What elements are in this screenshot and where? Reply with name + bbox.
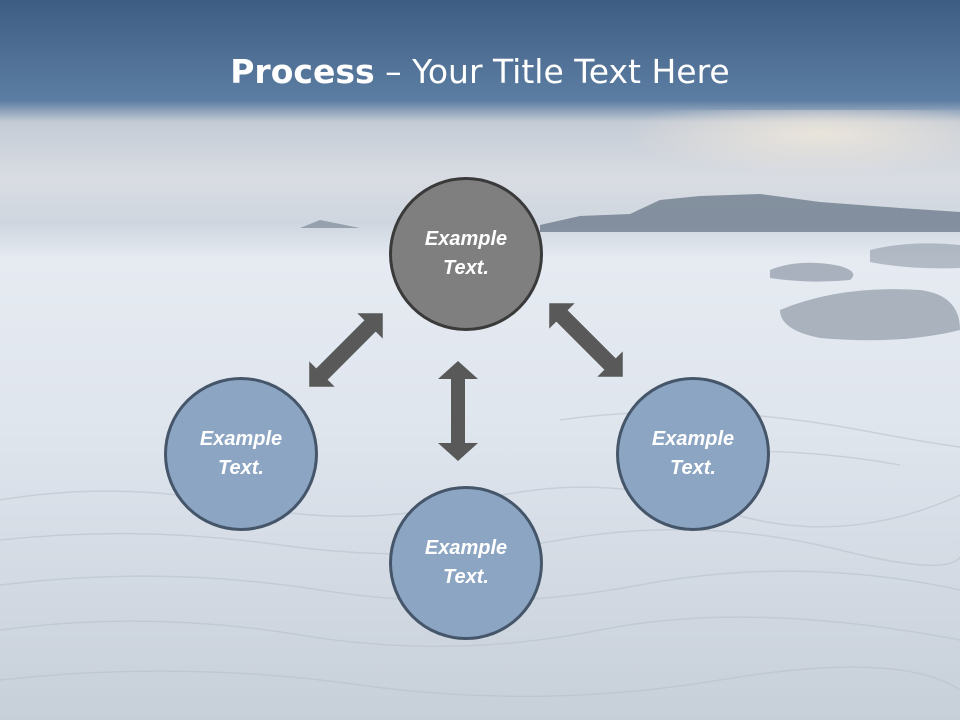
process-node-top: Example Text. <box>389 177 543 331</box>
slide-title: Process – Your Title Text Here <box>230 52 729 150</box>
node-label: Example Text. <box>651 428 735 479</box>
process-node-bottom: Example Text. <box>389 486 543 640</box>
title-rest: – Your Title Text Here <box>374 52 730 91</box>
process-node-right: Example Text. <box>616 377 770 531</box>
node-label: Example Text. <box>424 228 508 279</box>
node-label: Example Text. <box>424 537 508 588</box>
title-bold: Process <box>230 52 375 91</box>
process-node-left: Example Text. <box>164 377 318 531</box>
node-label: Example Text. <box>199 428 283 479</box>
title-bar: Process – Your Title Text Here <box>0 0 960 150</box>
